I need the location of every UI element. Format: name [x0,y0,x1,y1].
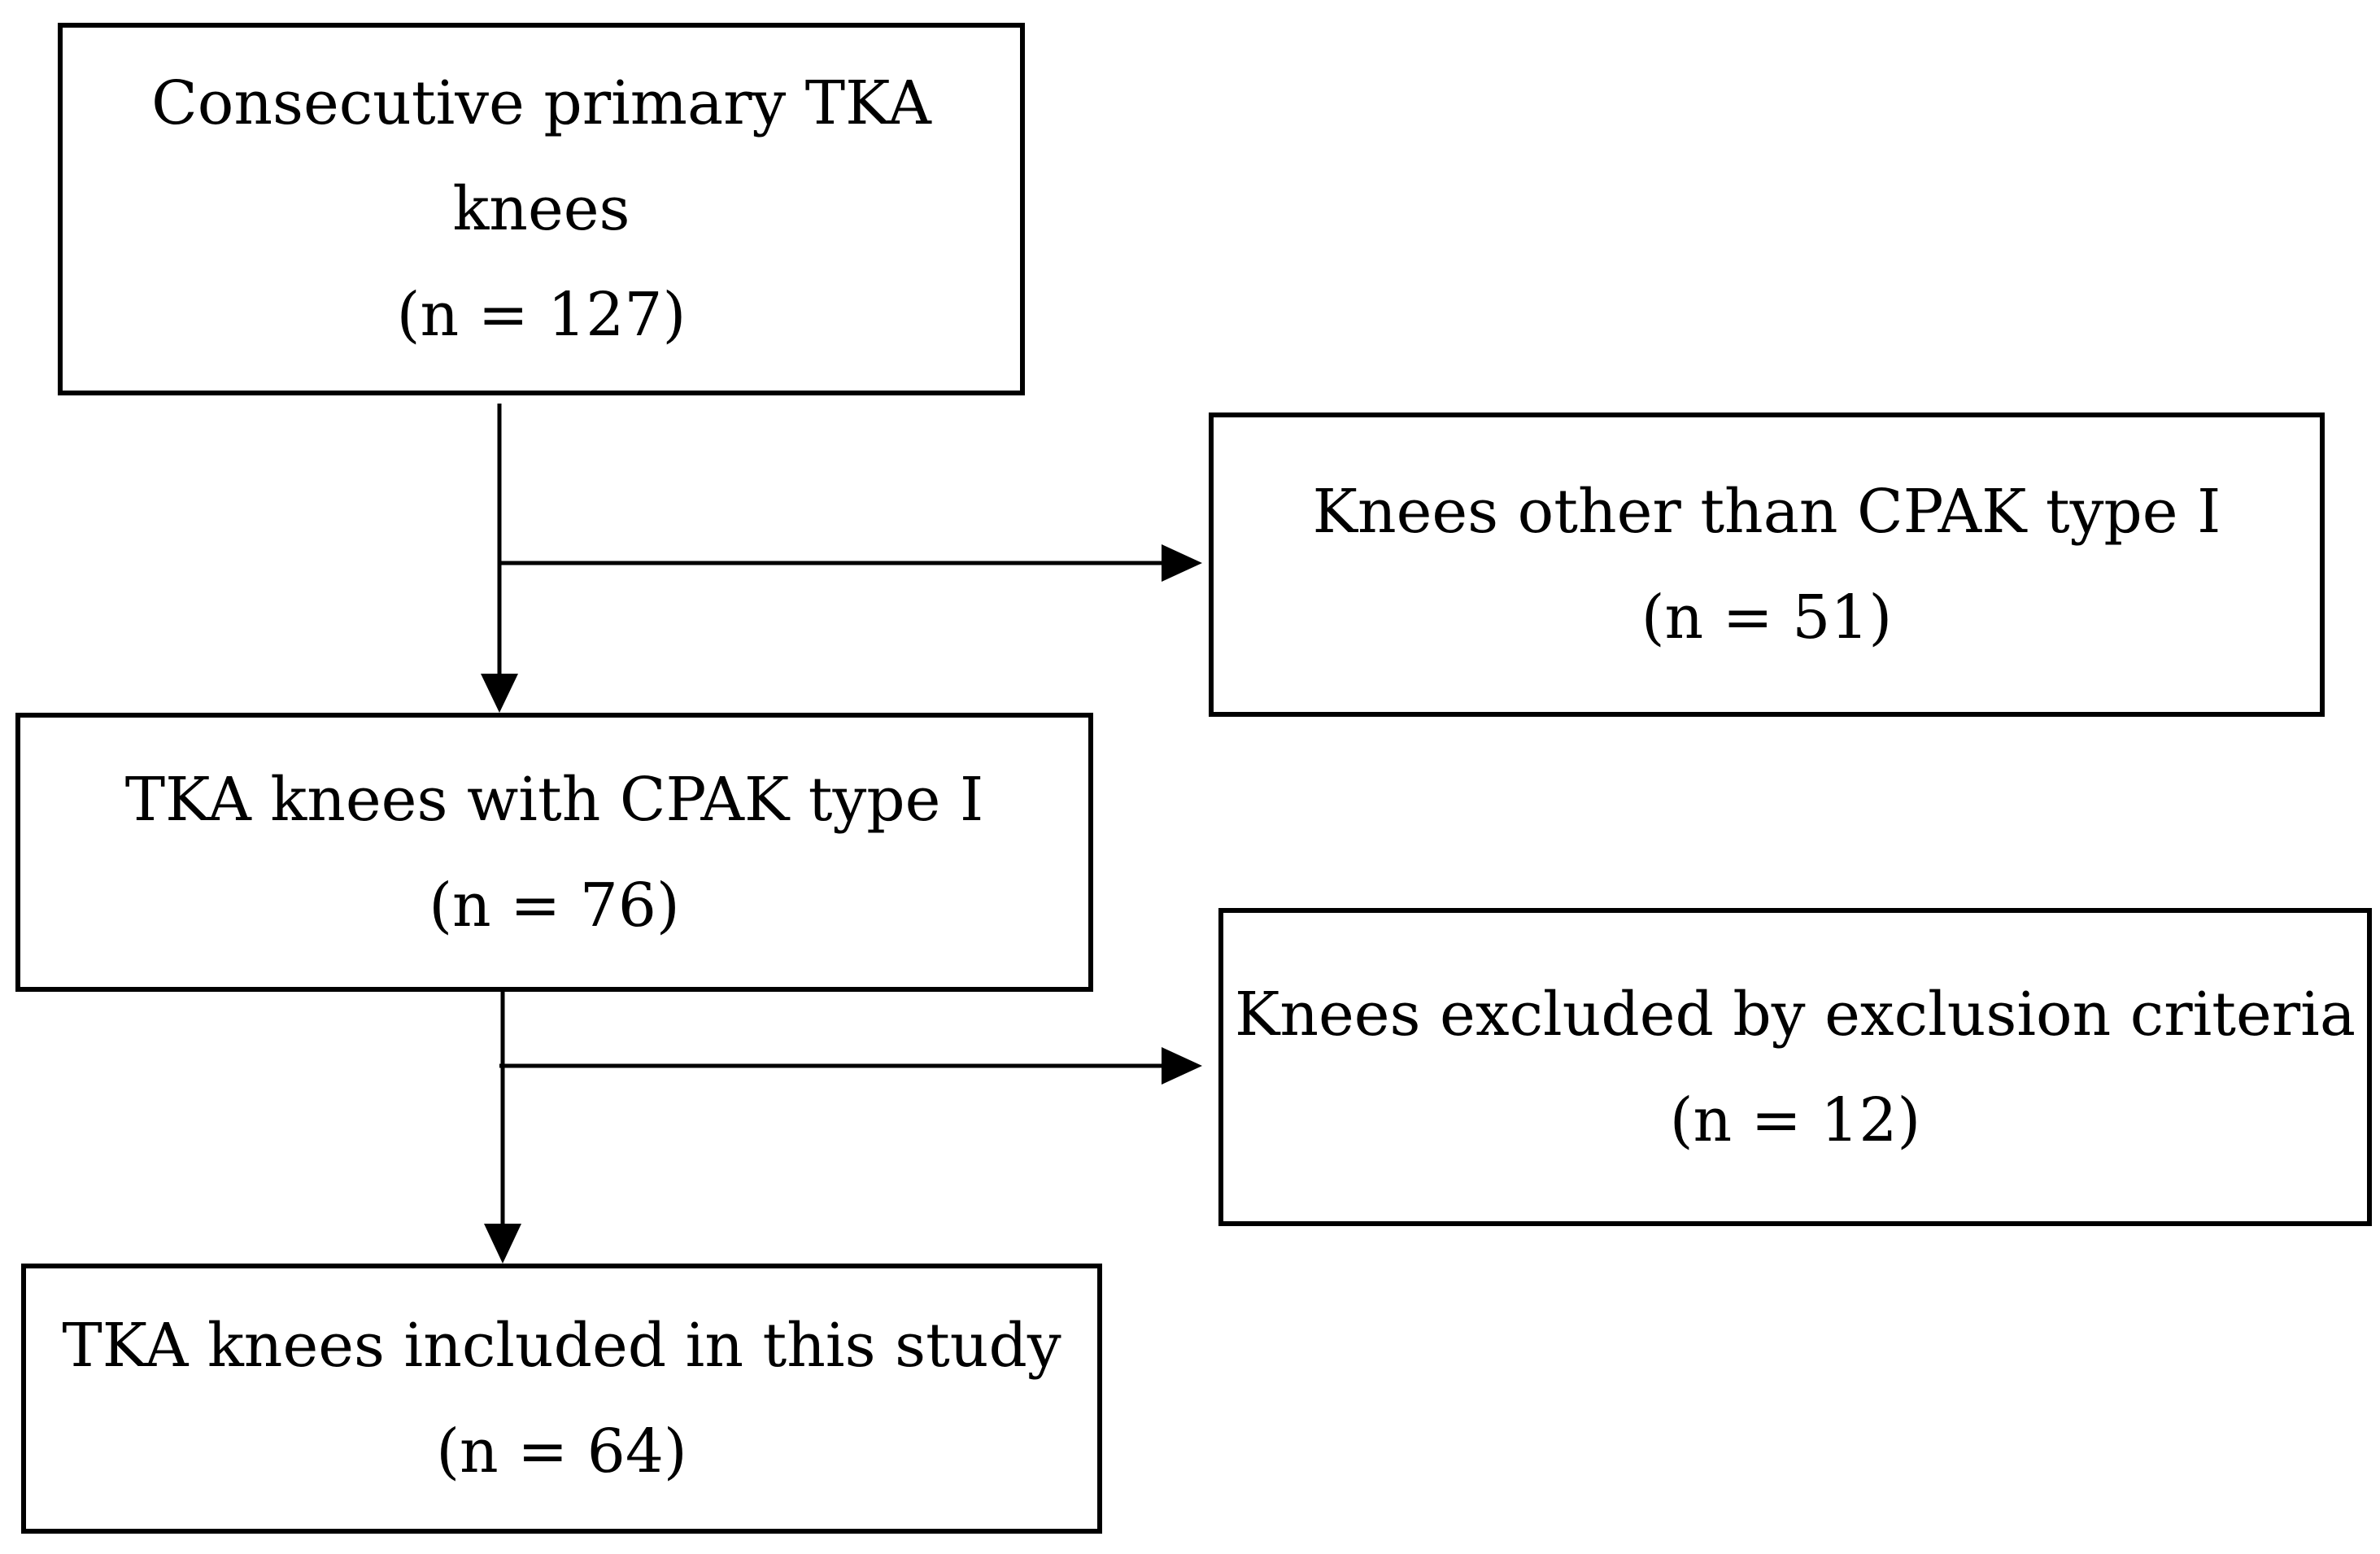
box-tka-knees-cpak-type-1: TKA knees with CPAK type I (n = 76) [15,713,1093,992]
box-initial-line-1: Consecutive primary TKA [151,68,931,138]
box-other-count: (n = 51) [1641,583,1893,653]
box-initial-line-2: knees [452,174,630,244]
box-consecutive-primary-tka: Consecutive primary TKA knees (n = 127) [58,23,1025,395]
box-excluded-count: (n = 12) [1669,1085,1921,1155]
box-included-count: (n = 64) [436,1416,687,1486]
box-other-label: Knees other than CPAK type I [1312,477,2221,547]
arrowhead-to-included [484,1224,521,1264]
box-knees-excluded: Knees excluded by exclusion criteria (n … [1218,908,2372,1226]
box-included-label: TKA knees included in this study [62,1311,1061,1381]
arrowhead-to-cpak [481,674,518,713]
box-initial-count: (n = 127) [396,280,687,350]
box-knees-other-than-cpak: Knees other than CPAK type I (n = 51) [1209,413,2325,717]
box-tka-knees-included: TKA knees included in this study (n = 64… [21,1264,1102,1534]
arrowhead-to-excluded [1162,1047,1202,1085]
arrowhead-to-other [1162,544,1202,582]
box-cpak-label: TKA knees with CPAK type I [124,764,984,835]
box-cpak-count: (n = 76) [429,870,680,941]
box-excluded-label: Knees excluded by exclusion criteria [1235,979,2356,1050]
